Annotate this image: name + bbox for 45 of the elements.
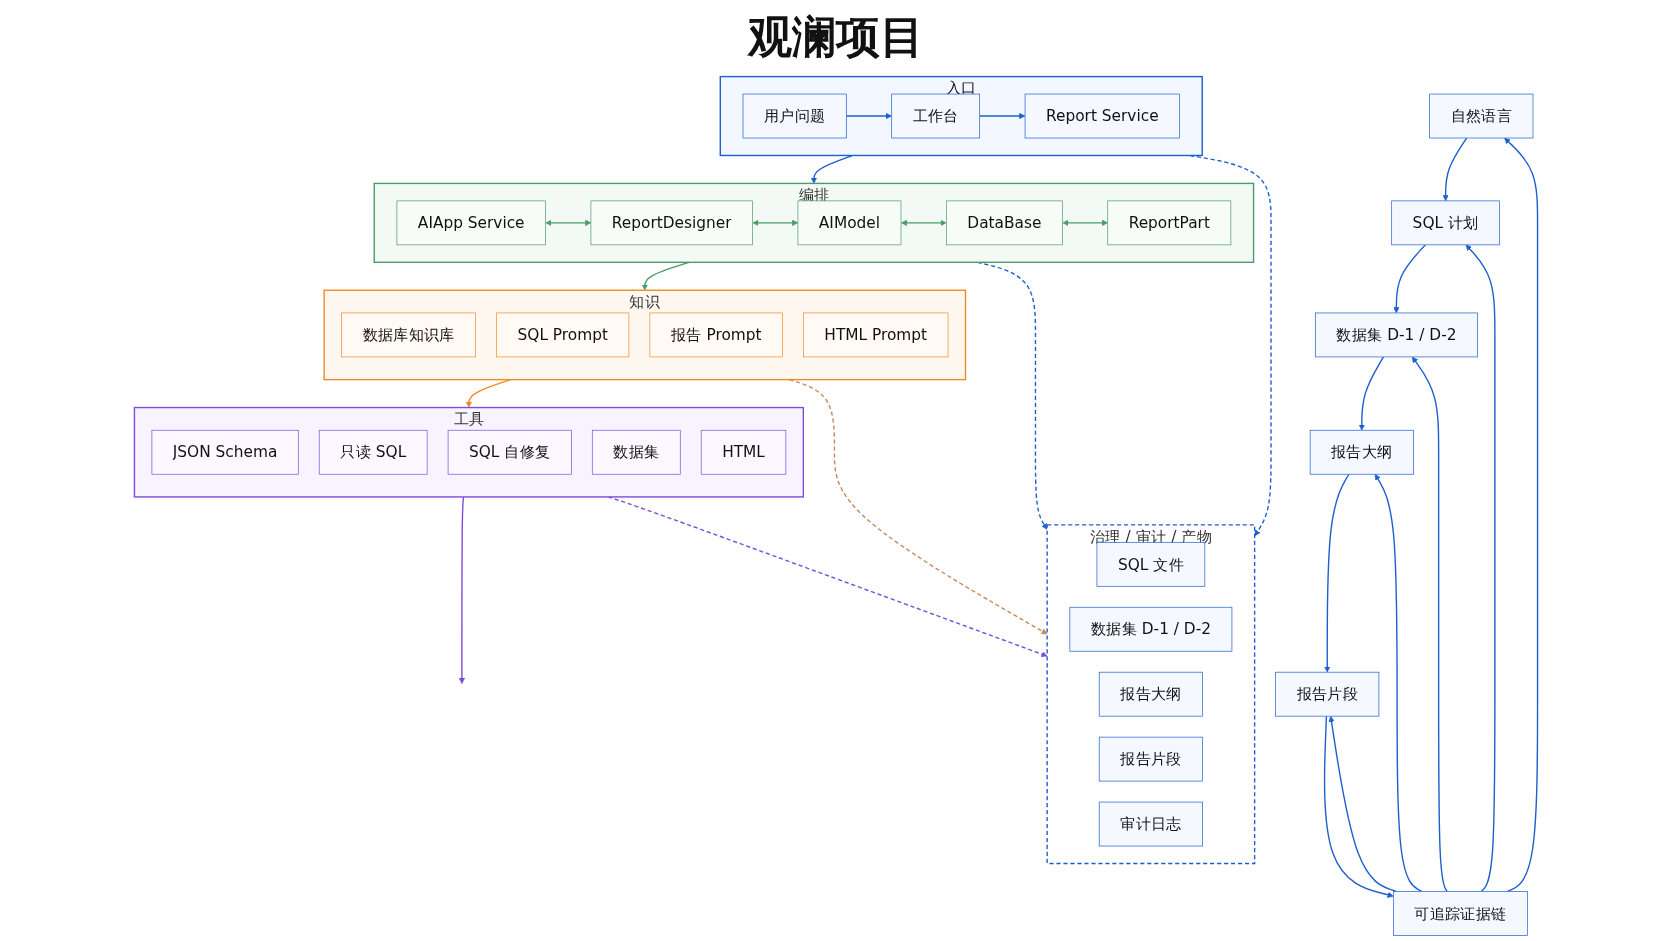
node-box: HTML Prompt <box>803 312 949 358</box>
arrow <box>810 154 854 184</box>
arrow <box>845 112 892 120</box>
node-box: 审计日志 <box>1098 801 1203 847</box>
node-box: 数据集 D-1 / D-2 <box>1314 312 1478 358</box>
arrow <box>1504 137 1539 893</box>
node-box: 用户问题 <box>742 93 847 139</box>
node-box: 报告大纲 <box>1098 671 1203 717</box>
node-box: 数据库知识库 <box>341 312 477 358</box>
node-box: Report Service <box>1024 93 1180 139</box>
node-box: 报告片段 <box>1275 671 1380 717</box>
node-box: 报告大纲 <box>1309 429 1414 475</box>
node-box: 工作台 <box>891 93 981 139</box>
arrow <box>900 219 947 226</box>
arrow <box>1411 356 1448 893</box>
node-box: SQL Prompt <box>496 312 630 358</box>
arrow <box>545 219 592 226</box>
arrow <box>1393 244 1427 314</box>
arrow <box>1465 244 1496 893</box>
node-box: DataBase <box>946 200 1063 246</box>
node-box: 报告片段 <box>1098 736 1203 782</box>
title: 观澜项目 <box>748 10 924 64</box>
node-box: HTML <box>700 429 787 475</box>
node-box: JSON Schema <box>151 429 299 475</box>
arrow <box>752 219 799 226</box>
node-box: ReportPart <box>1107 200 1232 246</box>
node-box: ReportDesigner <box>590 200 753 246</box>
node-box: 数据集 D-1 / D-2 <box>1069 606 1233 652</box>
node-box: 报告 Prompt <box>649 312 783 358</box>
node-box: 自然语言 <box>1429 93 1534 139</box>
arrow <box>1442 137 1468 202</box>
arrow <box>1358 356 1385 431</box>
arrow <box>465 378 512 408</box>
node-box: 数据集 <box>591 429 681 475</box>
node-box: SQL 自修复 <box>447 429 572 475</box>
node-box: 只读 SQL <box>318 429 428 475</box>
arrow <box>1062 219 1108 226</box>
arrow <box>1374 473 1423 893</box>
node-box: 可追踪证据链 <box>1393 891 1528 936</box>
arrow <box>458 496 465 684</box>
arrow <box>978 112 1026 120</box>
node-box: SQL 计划 <box>1391 200 1500 246</box>
node-box: AIApp Service <box>396 200 546 246</box>
node-box: AIModel <box>797 200 902 246</box>
arrow <box>1324 473 1350 673</box>
